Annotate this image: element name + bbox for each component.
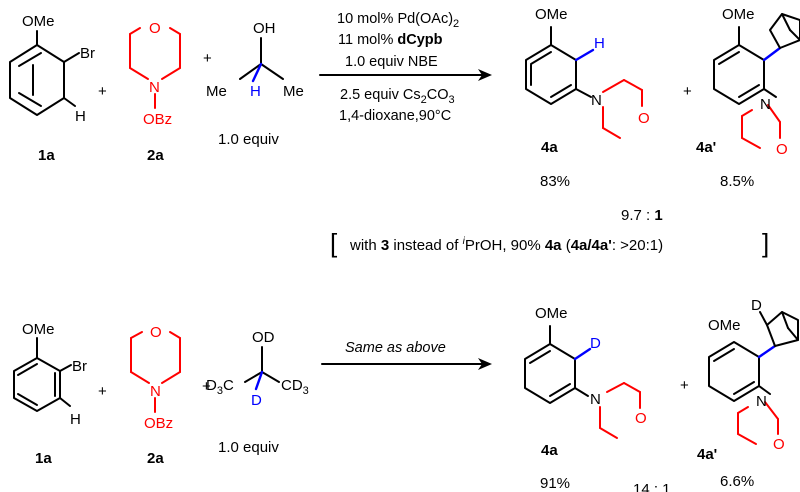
isopropanol-d8-d: D [251,392,262,409]
product-4a-prime-label: 4a' [696,139,716,156]
conditions-same-as-above: Same as above [345,340,446,356]
isopropanol-oh: OH [253,20,276,37]
reactant-2a-obz: OBz [143,111,172,128]
plus-sign-6: + [680,377,689,394]
isopropanol-me-left: Me [206,83,227,100]
conditions-line-1: 10 mol% Pd(OAc)2 [337,11,459,30]
reactant-1a-br: Br [80,45,95,62]
product-4a-o: O [638,110,650,127]
reactant-1a-structure-2 [13,337,72,412]
product-4a-prime-yield: 8.5% [720,173,754,190]
reactant-1a-ome-2: OMe [22,321,55,338]
reactant-2a-structure [129,27,181,109]
reactant-2a-ring-n: N [149,79,160,96]
reactant-1a-ome: OMe [22,13,55,30]
isopropanol-d8-od: OD [252,329,275,346]
product-4a-ome: OMe [535,6,568,23]
isopropanol-h: H [250,83,261,100]
reactant-2a-ring-n-2: N [150,383,161,400]
product-4a-d-label: 4a [541,442,558,459]
plus-sign-1: + [98,83,107,100]
product-4a-d-yield: 91% [540,475,570,492]
product-4a-label: 4a [541,139,558,156]
conditions-line-4: 2.5 equiv Cs2CO3 [340,87,455,106]
product-4a-prime-d-yield: 6.6% [720,473,754,490]
reactant-1a-h: H [75,108,86,125]
reaction-arrow-1-head [478,69,492,81]
product-4a-prime-d-n: N [756,393,767,410]
note-bracket-close: ] [762,228,769,258]
reactant-1a-label-2: 1a [35,450,52,467]
isopropanol-amount: 1.0 equiv [218,131,279,148]
product-4a-d-structure [524,325,641,439]
reactant-2a-structure-2 [130,331,181,413]
plus-sign-5: + [202,378,211,395]
product-4a-prime-d-o: O [773,436,785,453]
reaction-arrow-2-head [478,358,492,370]
conditions-line-5: 1,4-dioxane,90°C [339,108,451,124]
product-4a-n: N [591,92,602,109]
reactant-1a-h-2: H [70,411,81,428]
reactant-isopropanol-structure [239,37,284,83]
reactant-1a-label: 1a [38,147,55,164]
reactant-1a-structure [9,30,80,116]
product-4a-d-ome: OMe [535,305,568,322]
product-4a-prime-d-ome: OMe [708,317,741,334]
conditions-line-3: 1.0 equiv NBE [345,54,438,70]
isopropanol-d8-amount: 1.0 equiv [218,439,279,456]
product-4a-prime-d-label: 4a' [697,446,717,463]
product-4a-d-o: O [635,410,647,427]
reactant-1a-br-2: Br [72,358,87,375]
plus-sign-4: + [98,383,107,400]
scheme-2: OMe Br H 1a + O N OBz 2a + OD D D3C C [13,297,799,492]
reactant-isopropanol-d8-structure [244,346,280,391]
plus-sign-2: + [203,50,212,67]
scheme-1: OMe Br H 1a + O N OBz 2a + OH H Me Me [9,6,800,258]
isopropanol-d8-cd3-right: CD3 [281,377,309,397]
isopropanol-d8-cd3-left: D3C [206,377,234,397]
product-4a-h: H [594,35,605,52]
conditions-line-2: 11 mol% dCypb [338,32,443,48]
product-4a-prime-d-structure [708,311,799,445]
reactant-2a-label: 2a [147,147,164,164]
product-4a-prime-ome: OMe [722,6,755,23]
product-4a-prime-d-d: D [751,297,762,314]
product-4a-structure [525,26,643,139]
reactant-2a-ring-o-2: O [150,324,162,341]
product-4a-prime-o: O [776,141,788,158]
product-4a-yield: 83% [540,173,570,190]
note-bracket-open: [ [330,228,338,258]
reactant-2a-ring-o: O [149,20,161,37]
isopropanol-me-right: Me [283,83,304,100]
product-4a-prime-n: N [760,96,771,113]
product-4a-d-d: D [590,335,601,352]
note-text: with 3 instead of iPrOH, 90% 4a (4a/4a':… [349,236,663,254]
reactant-2a-obz-2: OBz [144,415,173,432]
ratio-1: 9.7 : 1 [621,207,663,224]
product-4a-prime-structure [713,13,800,149]
reactant-2a-label-2: 2a [147,450,164,467]
ratio-2: 14 : 1 [633,481,671,492]
plus-sign-3: + [683,83,692,100]
product-4a-d-n: N [590,391,601,408]
